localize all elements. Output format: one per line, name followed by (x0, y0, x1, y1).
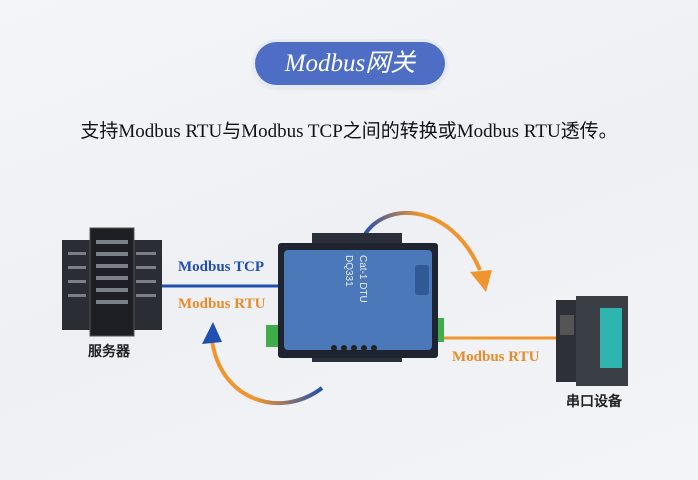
device-type: Cat-1 DTU (357, 255, 368, 303)
device-model: DQ331 (343, 255, 354, 287)
top-arc-arrow (360, 210, 482, 271)
modbus-tcp-label: Modbus TCP (178, 259, 265, 275)
server-label: 服务器 (88, 344, 130, 360)
subtitle: 支持Modbus RTU与Modbus TCP之间的转换或Modbus RTU透… (80, 121, 618, 142)
serial-device-label: 串口设备 (566, 394, 622, 410)
gateway-device-icon (266, 233, 444, 362)
server-icon (62, 227, 162, 337)
serial-device-icon (556, 296, 628, 386)
title-pill: Modbus网关 (255, 42, 445, 85)
bottom-arc-arrow (210, 339, 324, 405)
modbus-rtu-right-label: Modbus RTU (452, 349, 540, 365)
modbus-rtu-left-label: Modbus RTU (178, 296, 266, 312)
bottom-arrowhead-icon (202, 322, 222, 344)
top-arrowhead-icon (470, 270, 492, 292)
